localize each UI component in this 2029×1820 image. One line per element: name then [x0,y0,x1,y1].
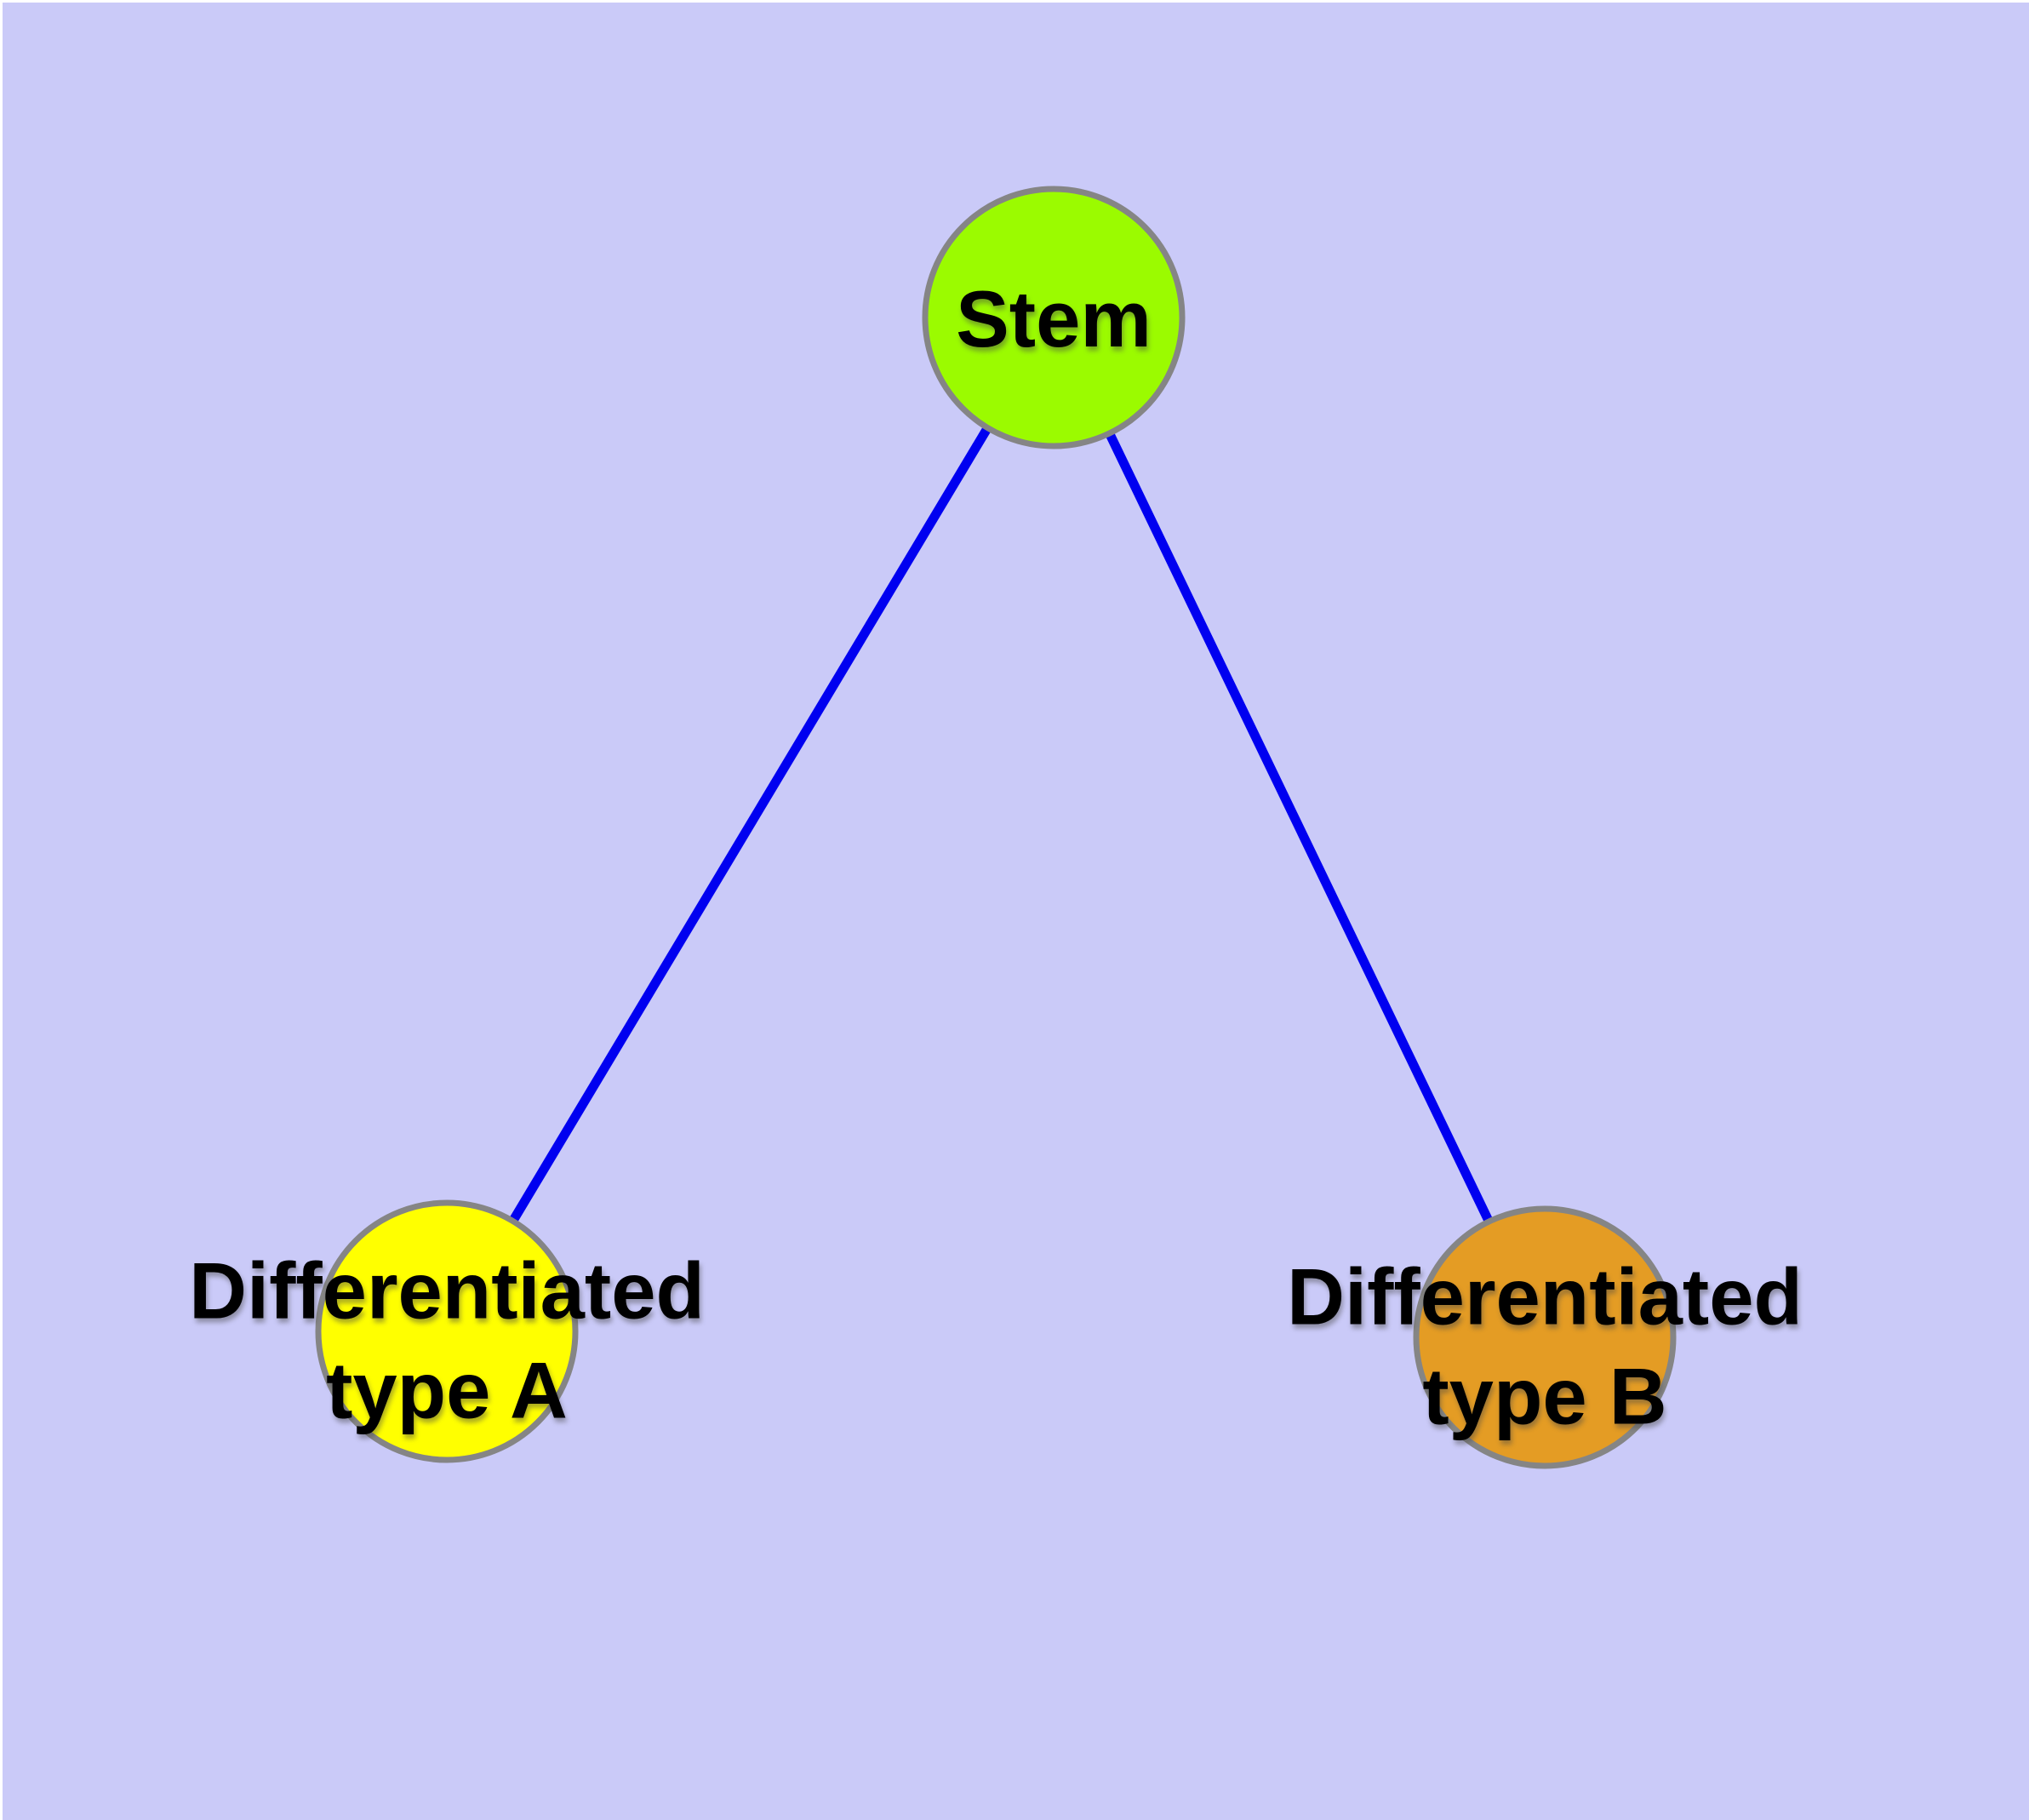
label-line: type B [1422,1352,1666,1441]
label-line: Stem [956,274,1152,363]
node-diff-a-label: Differentiated type A [189,1246,705,1435]
node-stem-label: Stem [956,274,1152,363]
node-diff-b-circle [1413,1205,1677,1469]
edge-stem-diff-b [1049,315,1549,1340]
label-line: type A [326,1346,568,1435]
label-line: Differentiated [189,1246,705,1336]
edge-stem-diff-a [443,315,1058,1334]
node-diff-a-circle [315,1199,579,1463]
node-stem-circle [922,186,1186,449]
label-line: Differentiated [1287,1252,1803,1342]
node-diff-b-label: Differentiated type B [1287,1252,1803,1441]
